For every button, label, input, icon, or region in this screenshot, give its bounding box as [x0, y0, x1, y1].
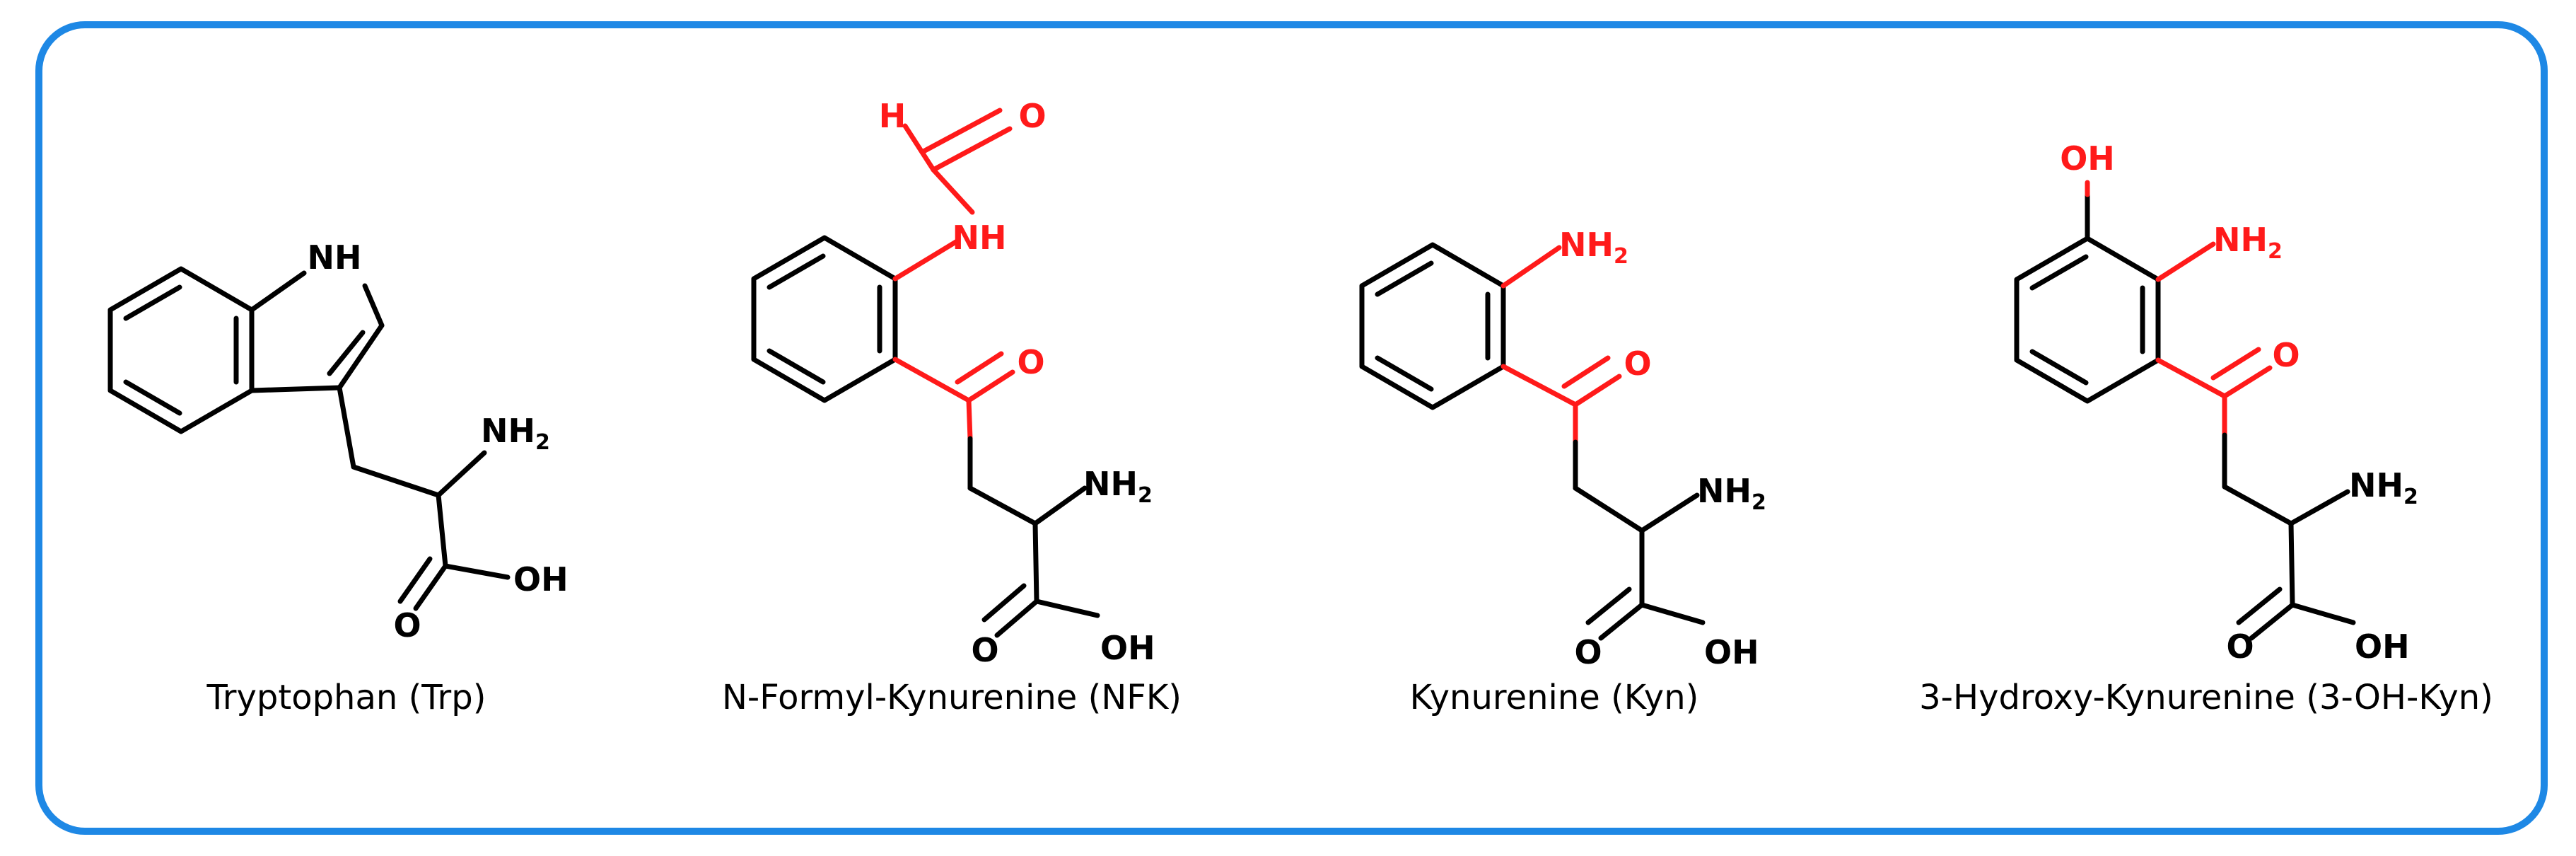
atom-o-carbonyl: O — [1574, 633, 1602, 671]
atom-oh-acid: OH — [1704, 633, 1759, 671]
atom-o-keto: O — [2272, 336, 2300, 374]
atom-oh-acid: OH — [2355, 627, 2410, 666]
label-3-hydroxy-kynurenine: 3-Hydroxy-Kynurenine (3-OH-Kyn) — [1919, 678, 2493, 717]
label-tryptophan: Tryptophan (Trp) — [206, 678, 486, 717]
label-n-formyl-kynurenine: N-Formyl-Kynurenine (NFK) — [722, 678, 1182, 717]
molecule-tryptophan: NH NH2 O OH Tryptophan (Trp) — [107, 238, 569, 717]
atom-oh-acid: OH — [1100, 629, 1155, 667]
atom-nh2-aryl: NH2 — [1559, 226, 1628, 269]
label-kynurenine: Kynurenine (Kyn) — [1410, 678, 1699, 717]
atom-nh2: NH2 — [481, 412, 550, 455]
atom-oh-acid: OH — [513, 560, 569, 598]
atom-nh2: NH2 — [1697, 472, 1766, 515]
bond-lines — [1359, 242, 1706, 641]
atom-nh2: NH2 — [2349, 466, 2418, 509]
atom-oh-aryl: OH — [2060, 139, 2115, 178]
atom-o-carbonyl: O — [393, 606, 421, 644]
atom-nh2: NH2 — [1083, 465, 1153, 508]
atom-h-formyl: H — [879, 97, 907, 135]
atom-o-keto: O — [1017, 343, 1044, 381]
diagram-frame — [35, 21, 2548, 835]
atom-o-carbonyl: O — [971, 631, 998, 669]
atom-o-keto: O — [1624, 345, 1651, 383]
atom-o-formyl: O — [1018, 97, 1046, 135]
atom-nh2-aryl: NH2 — [2213, 221, 2283, 264]
bond-lines — [107, 266, 511, 611]
molecule-n-formyl-kynurenine: H O NH O NH2 O OH N-Formyl-Kynurenine (N… — [722, 97, 1182, 717]
atom-nh-amide: NH — [952, 219, 1007, 257]
molecule-3-hydroxy-kynurenine: OH NH2 O NH2 O OH 3-Hydroxy-Kynurenine (… — [1919, 139, 2493, 717]
molecule-kynurenine: NH2 O NH2 O OH Kynurenine (Kyn) — [1359, 226, 1766, 717]
bond-lines — [751, 108, 1100, 638]
atom-nh-indole: NH — [308, 238, 362, 277]
atom-o-carbonyl: O — [2226, 627, 2254, 666]
bond-lines — [2014, 180, 2356, 641]
